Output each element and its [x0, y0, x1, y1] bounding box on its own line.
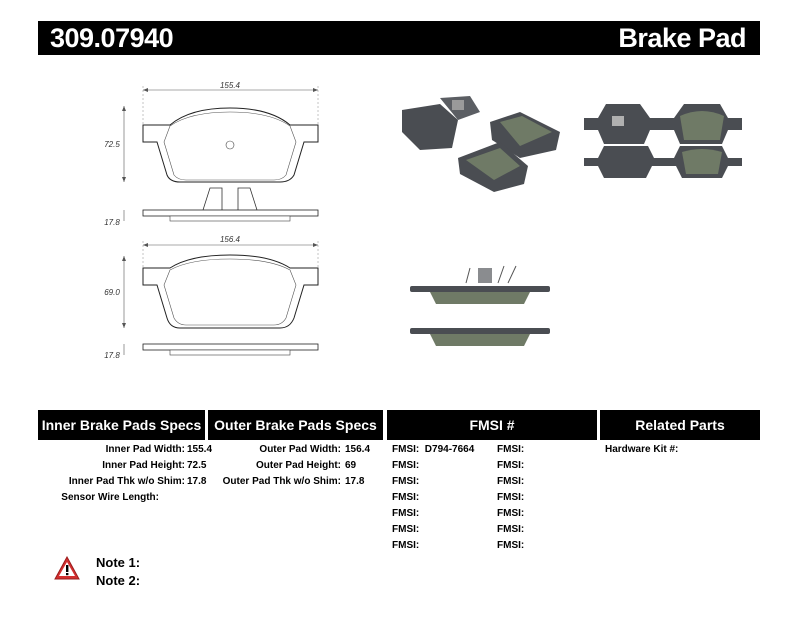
- inner-spec-row: Sensor Wire Length:: [0, 492, 205, 506]
- fmsi-label: FMSI:: [392, 524, 420, 535]
- outer-spec-label: Outer Pad Thk w/o Shim:: [222, 476, 341, 487]
- page-title: Brake Pad: [618, 23, 746, 53]
- fmsi-label: FMSI:: [392, 540, 420, 551]
- section-fmsi: FMSI #: [387, 410, 597, 440]
- fmsi-label: FMSI:: [497, 492, 525, 503]
- fmsi-row: FMSI:: [497, 492, 524, 503]
- outer-spec-value: 17.8: [345, 476, 365, 487]
- outer-spec-label: Outer Pad Height:: [255, 460, 341, 471]
- fmsi-row: FMSI:: [497, 508, 524, 519]
- outer-spec-row: Outer Pad Width: 156.4: [208, 444, 383, 458]
- fmsi-label: FMSI:: [392, 460, 420, 471]
- outer-height-dim: 69.0: [104, 288, 120, 297]
- related-part-label: Hardware Kit #:: [605, 444, 679, 455]
- fmsi-row: FMSI:: [392, 460, 419, 471]
- fmsi-row: FMSI:: [392, 540, 419, 551]
- fmsi-row: FMSI:: [392, 476, 419, 487]
- note-label: Note 2:: [96, 573, 141, 588]
- fmsi-label: FMSI:: [497, 508, 525, 519]
- related-part-row: Hardware Kit #:: [605, 444, 678, 455]
- inner-spec-label: Inner Pad Height:: [102, 460, 185, 471]
- outer-spec-value: 69: [345, 460, 357, 471]
- inner-spec-label: Inner Pad Width:: [105, 444, 185, 455]
- inner-thickness-dim: 17.8: [104, 218, 120, 227]
- outer-spec-row: Outer Pad Height: 69: [208, 460, 383, 474]
- fmsi-row: FMSI:: [497, 524, 524, 535]
- header-bar: 309.07940 Brake Pad: [38, 21, 760, 55]
- fmsi-row: FMSI:: [497, 444, 524, 455]
- fmsi-label: FMSI:: [497, 476, 525, 487]
- fmsi-row: FMSI:: [392, 508, 419, 519]
- fmsi-label: FMSI:: [497, 460, 525, 471]
- outer-width-dim: 156.4: [220, 235, 241, 244]
- outer-spec-row: Outer Pad Thk w/o Shim: 17.8: [208, 476, 383, 490]
- inner-spec-value: 72.5: [187, 460, 207, 471]
- inner-spec-label: Inner Pad Thk w/o Shim:: [68, 476, 185, 487]
- section-inner-specs: Inner Brake Pads Specs: [38, 410, 205, 440]
- fmsi-row: FMSI: D794-7664: [392, 444, 474, 455]
- part-number: 309.07940: [50, 23, 174, 53]
- fmsi-label: FMSI:: [392, 476, 420, 487]
- note-1: Note 1:: [96, 555, 140, 570]
- fmsi-label: FMSI:: [392, 444, 420, 455]
- inner-pad-drawing: 155.4 72.5 17.8: [104, 81, 319, 227]
- pad-photo-front-back: [584, 104, 742, 178]
- outer-spec-label: Outer Pad Width:: [259, 444, 341, 455]
- fmsi-value: D794-7664: [424, 444, 475, 455]
- section-related-parts: Related Parts: [600, 410, 760, 440]
- inner-width-dim: 155.4: [220, 81, 241, 90]
- fmsi-label: FMSI:: [392, 492, 420, 503]
- inner-spec-row: Inner Pad Height: 72.5: [0, 460, 207, 474]
- fmsi-row: FMSI:: [497, 476, 524, 487]
- fmsi-row: FMSI:: [392, 524, 419, 535]
- inner-spec-row: Inner Pad Thk w/o Shim: 17.8: [0, 476, 207, 490]
- pad-photo-side: [410, 265, 550, 346]
- fmsi-label: FMSI:: [497, 444, 525, 455]
- outer-spec-value: 156.4: [345, 444, 371, 455]
- fmsi-row: FMSI:: [497, 460, 524, 471]
- note-2: Note 2:: [96, 573, 140, 588]
- fmsi-row: FMSI:: [497, 540, 524, 551]
- outer-thickness-dim: 17.8: [104, 351, 120, 360]
- section-outer-specs: Outer Brake Pads Specs: [208, 410, 383, 440]
- fmsi-label: FMSI:: [392, 508, 420, 519]
- inner-spec-label: Sensor Wire Length:: [61, 492, 159, 503]
- warning-icon: [54, 556, 80, 580]
- inner-height-dim: 72.5: [104, 140, 120, 149]
- note-label: Note 1:: [96, 555, 141, 570]
- inner-spec-value: 17.8: [187, 476, 207, 487]
- fmsi-label: FMSI:: [497, 524, 525, 535]
- inner-spec-value: 155.4: [187, 444, 213, 455]
- fmsi-row: FMSI:: [392, 492, 419, 503]
- inner-spec-row: Inner Pad Width: 155.4: [0, 444, 212, 458]
- fmsi-label: FMSI:: [497, 540, 525, 551]
- product-artwork: 155.4 72.5 17.8 156.4 69.0 17.8: [104, 81, 742, 360]
- outer-pad-drawing: 156.4 69.0 17.8: [104, 235, 319, 360]
- pad-photo-angled: [402, 96, 560, 192]
